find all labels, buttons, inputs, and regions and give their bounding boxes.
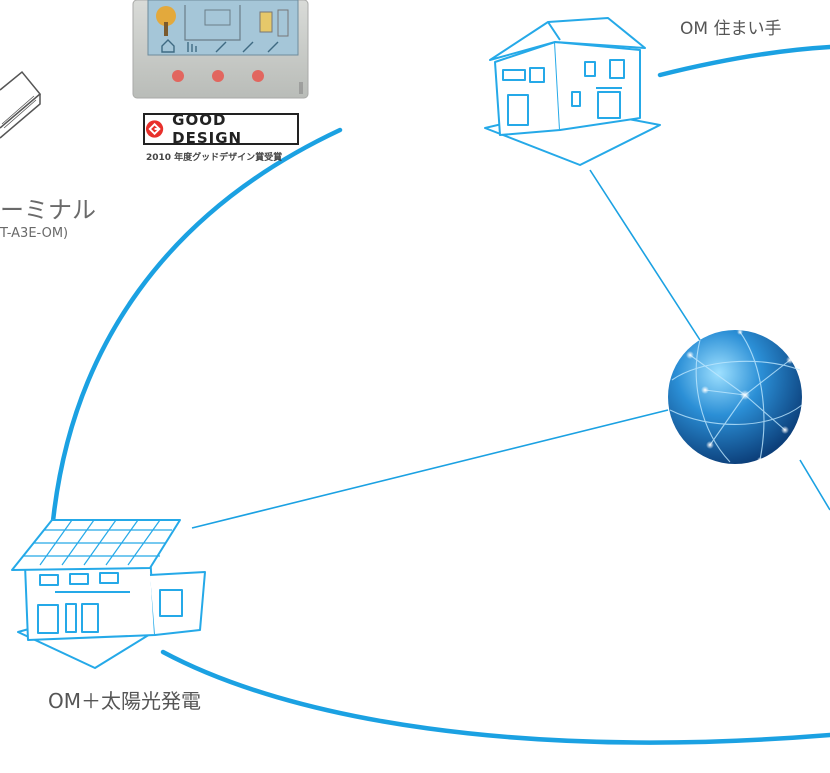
solar-house-icon [11, 519, 206, 669]
ring-arc-top-right [657, 44, 830, 78]
badge-caption: 2010 年度グッドデザイン賞受賞 [146, 153, 283, 163]
resident-house-icon [484, 17, 661, 166]
controller-panel-icon [132, 0, 309, 99]
badge-text: GOOD DESIGN [172, 111, 243, 147]
ring-arc-bottom [160, 649, 830, 745]
terminal-device-icon [0, 70, 42, 139]
link-resident-globe [589, 169, 701, 341]
link-solar-globe [191, 409, 669, 529]
terminal-model-label: T-A3E-OM) [0, 226, 69, 241]
link-globe-right [799, 459, 830, 511]
terminal-label: ーミナル [0, 196, 96, 224]
good-design-badge: GOOD DESIGN [143, 111, 299, 147]
resident-label: OM 住まい手 [680, 19, 782, 39]
ring-arc-left [47, 127, 343, 563]
solar-house-label: OM＋太陽光発電 [48, 689, 201, 713]
good-design-logo-icon [145, 120, 164, 138]
internet-globe-icon [668, 329, 803, 464]
